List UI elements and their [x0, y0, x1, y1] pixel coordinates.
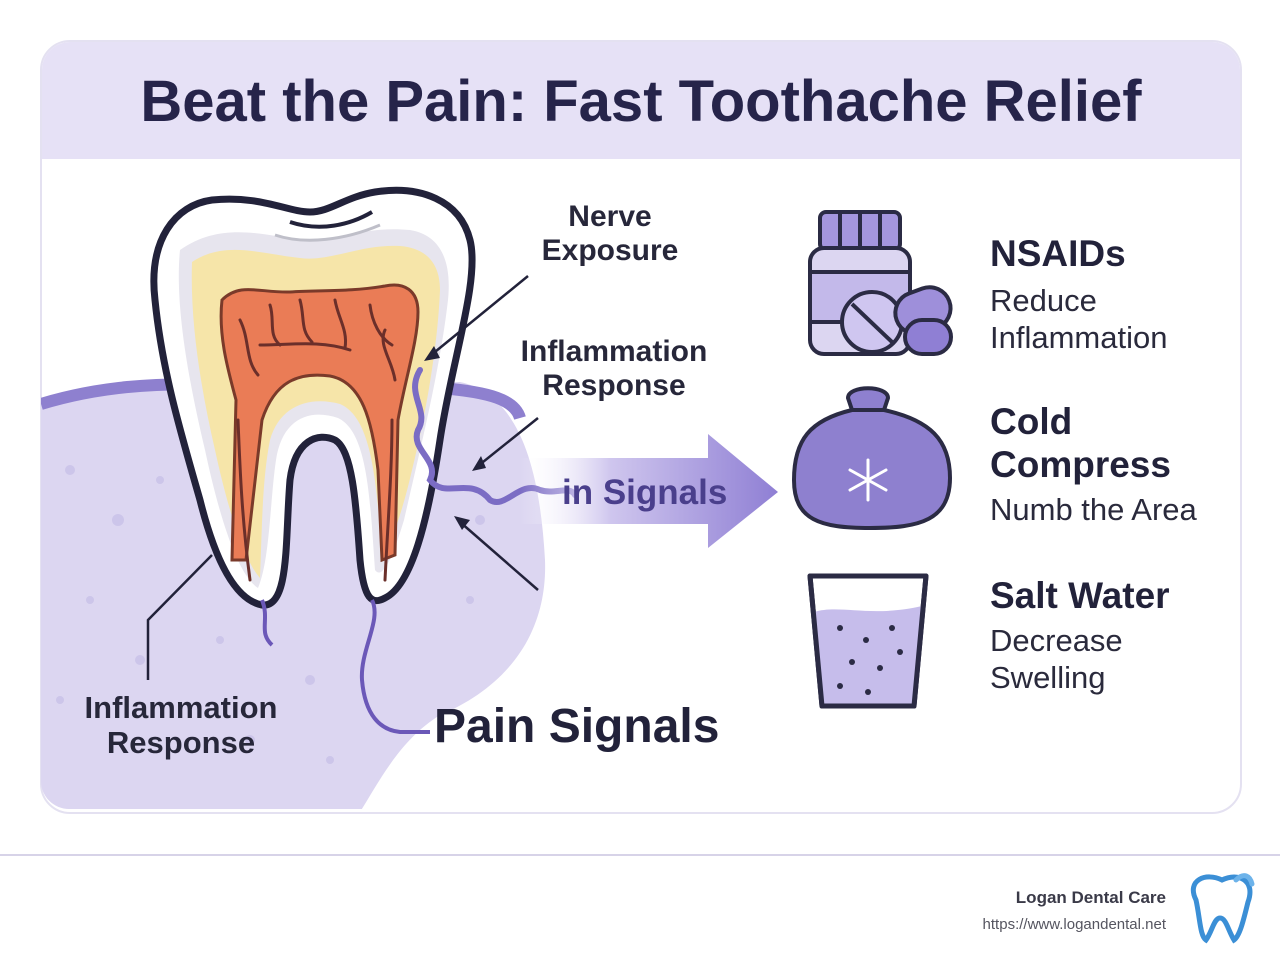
tooth [150, 186, 578, 734]
pill-bottle-icon [808, 210, 953, 356]
remedy-subtitle-cold-compress: Numb the Area [990, 492, 1197, 527]
tooth-logo-icon [1191, 873, 1255, 944]
remedy-title-nsaids: NSAIDs [990, 233, 1126, 274]
footer-brand: Logan Dental Care [1015, 888, 1166, 907]
arrow-signals-label: in Signals [562, 473, 728, 512]
page-title: Beat the Pain: Fast Toothache Relief [140, 69, 1142, 134]
inflammation-response-top-label: Inflammation Response [520, 335, 708, 402]
title-band [42, 42, 1240, 159]
remedy-subtitle-salt-water: Decrease Swelling [990, 623, 1123, 696]
pain-signals-arrow [520, 434, 778, 548]
footer-url[interactable]: https://www.logandental.net [982, 916, 1166, 933]
nerve-exposure-label: Nerve Exposure [541, 200, 679, 267]
remedy-title-cold-compress: Cold Compress [990, 401, 1171, 486]
pain-signals-label: Pain Signals [434, 700, 720, 753]
remedy-subtitle-nsaids: Reduce Inflammation [990, 283, 1168, 356]
leader-lines [146, 275, 539, 680]
footer-divider [0, 854, 1280, 856]
leader-arrowheads [424, 346, 486, 530]
inflammation-response-left-label: Inflammation Response [84, 690, 278, 761]
salt-water-glass-icon [807, 573, 929, 709]
remedy-title-salt-water: Salt Water [990, 575, 1170, 616]
ice-pack-icon [792, 386, 952, 530]
